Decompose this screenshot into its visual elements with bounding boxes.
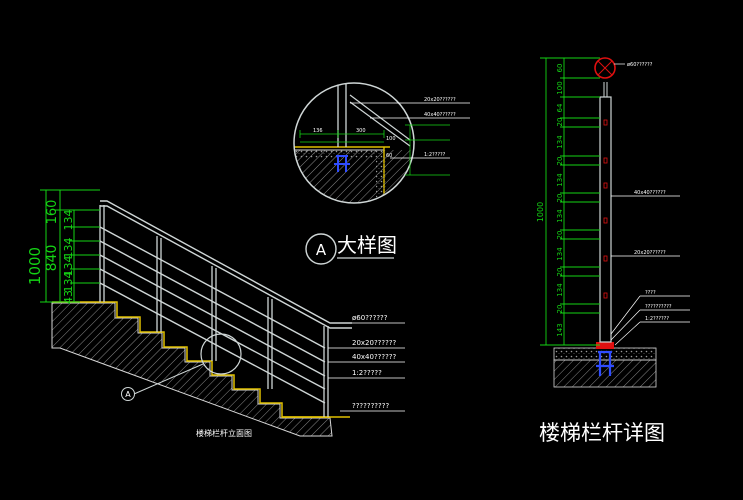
right-dim-20-e: 20: [556, 268, 564, 277]
right-note-handrail: ø60??????: [627, 62, 653, 68]
dim-134-c: 134: [62, 256, 75, 277]
detail-note-40: 40x40??????: [424, 112, 456, 118]
dim-134-a: 134: [62, 210, 75, 231]
right-dim-64: 64: [556, 103, 564, 112]
stair-body: [51, 302, 333, 437]
note-handrail: ø60??????: [352, 314, 388, 322]
detail-dim-100: 100: [386, 136, 396, 142]
detail-note-20: 20x20??????: [424, 97, 456, 103]
right-dim-60: 60: [556, 64, 564, 73]
right-dim-20-b: 20: [556, 157, 564, 166]
detail-dim-300: 300: [356, 128, 366, 134]
right-dim-134-b: 134: [556, 173, 564, 187]
note-rail-20: 20x20??????: [352, 339, 397, 347]
railing-posts: [99, 205, 329, 417]
dim-840: 840: [44, 245, 60, 272]
right-dim-134-c: 134: [556, 209, 564, 223]
detail-marker-tag: [121, 387, 135, 401]
note-mortar: 1:2?????: [352, 369, 382, 377]
right-note-rail: 20x20??????: [634, 250, 666, 256]
dim-43: 43: [62, 290, 75, 304]
anchor-bolt-detail: [334, 155, 350, 172]
stair-nosing-line: [52, 301, 330, 418]
dim-134-b: 134: [62, 238, 75, 259]
dim-134-d: 134: [62, 272, 75, 293]
dim-1000: 1000: [26, 247, 44, 285]
right-dim-20-d: 20: [556, 231, 564, 240]
stair-elevation: 1000 840 160 134 134 134 134 43 ø60?????…: [26, 189, 405, 438]
left-dimension-chain: [40, 189, 100, 303]
marker-a-label: A: [125, 390, 131, 399]
note-post-40: 40x40??????: [352, 353, 397, 361]
detail-circle: 136 300 100 60 20x20?????? 40x40?????? 1…: [293, 82, 470, 265]
railing-post: [599, 96, 612, 343]
right-note-plate: ????: [645, 290, 656, 296]
detail-dim-60: 60: [386, 153, 392, 159]
detail-circle-outline: [293, 82, 415, 204]
right-dim-20-f: 20: [556, 305, 564, 314]
floor-finish: [553, 347, 657, 361]
detail-dim-136: 136: [313, 128, 323, 134]
elevation-caption: 楼梯栏杆立面图: [196, 428, 252, 438]
right-note-mortar: 1:2??????: [645, 316, 669, 322]
right-dim-20-c: 20: [556, 194, 564, 203]
right-dim-134-e: 134: [556, 283, 564, 297]
railing-detail-section: 1000 60 100 20 64 134 20 134 20 134 20 1…: [536, 57, 690, 445]
right-dim-143: 143: [556, 323, 564, 336]
dim-160: 160: [45, 200, 60, 225]
anchor-bolt: [596, 350, 614, 376]
detail-marker-circle: [200, 333, 242, 375]
concrete-slab: [553, 359, 657, 388]
right-note-finish: ??????????: [645, 304, 672, 310]
detail-title: 楼梯栏杆详图: [539, 421, 665, 445]
right-dim-134-d: 134: [556, 247, 564, 261]
callout-a-circle: [305, 233, 337, 265]
base-plate: [596, 342, 614, 349]
callout-a-letter: A: [316, 241, 327, 259]
right-note-post: 40x40??????: [634, 190, 666, 196]
callout-title: 大样图: [337, 233, 397, 257]
note-finish: ??????????: [352, 402, 389, 410]
detail-note-mortar: 1:2?????: [424, 152, 446, 158]
handrail-section: [594, 57, 616, 79]
right-dimension-chain: [540, 57, 600, 346]
right-dim-20-a: 20: [556, 118, 564, 127]
right-dim-134-a: 134: [556, 135, 564, 149]
right-dim-100: 100: [556, 81, 564, 94]
right-dim-1000: 1000: [536, 202, 545, 222]
